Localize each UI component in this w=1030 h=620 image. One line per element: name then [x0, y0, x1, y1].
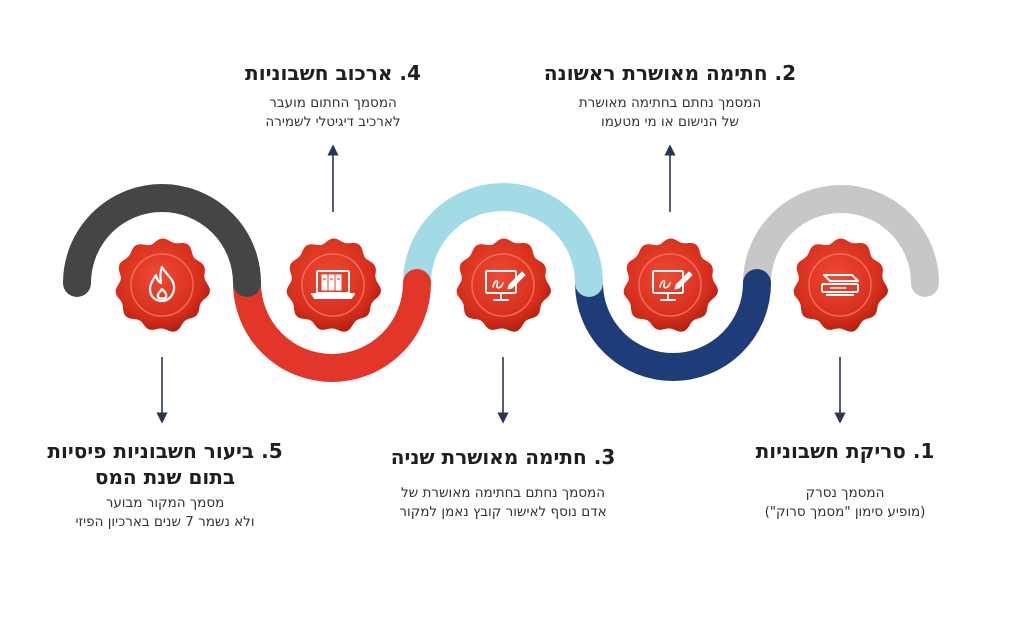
step-2-desc-line1: המסמך נחתם בחתימה מאושרת [578, 95, 762, 111]
step-5-title-line2: בתום שנת המס [94, 465, 236, 489]
seal-step-5 [115, 238, 210, 332]
step-5-desc-line2: ולא נשמר 7 שנים בארכיון הפיזי [75, 514, 255, 530]
step-3-number: 3. [593, 445, 616, 469]
step-2-number: 2. [774, 61, 797, 85]
step-5-title-text: ביעור חשבוניות פיסיות [47, 439, 255, 463]
step-1-text: 1. סריקת חשבוניות המסמך נסרק (מופיע סימו… [740, 438, 950, 522]
step-2-description: המסמך נחתם בחתימה מאושרת של הנישום או מי… [520, 94, 820, 132]
seal-step-1 [793, 238, 888, 332]
arc-step-4 [233, 269, 431, 382]
step-5-number: 5. [261, 439, 283, 463]
flame-icon [148, 265, 176, 303]
step-1-title-text: סריקת חשבוניות [755, 439, 906, 463]
step-2-desc-line2: של הנישום או מי מטעמו [601, 114, 739, 130]
arc-step-3 [403, 183, 603, 297]
seal-step-3 [456, 238, 551, 332]
step-4-title-text: ארכוב חשבוניות [245, 61, 393, 85]
arc-step-2 [575, 269, 771, 381]
step-4-desc-line2: לארכיב דיגיטלי לשמירה [265, 114, 401, 130]
step-1-desc-line1: המסמך נסרק [805, 485, 885, 501]
step-3-text: 3. חתימה מאושרת שניה המסמך נחתם בחתימה מ… [358, 444, 648, 522]
arc-step-5 [63, 184, 261, 297]
laptop-archive-icon [311, 270, 355, 299]
step-3-title-text: חתימה מאושרת שניה [390, 445, 587, 469]
step-2-text: 2. חתימה מאושרת ראשונה המסמך נחתם בחתימה… [520, 60, 820, 132]
step-4-desc-line1: המסמך החתום מועבר [269, 95, 397, 111]
step-1-title: 1. סריקת חשבוניות [740, 438, 950, 464]
step-4-number: 4. [399, 61, 421, 85]
step-1-desc-line2: (מופיע סימון "מסמך סרוק") [764, 504, 926, 520]
step-1-description: המסמך נסרק (מופיע סימון "מסמך סרוק") [740, 484, 950, 522]
monitor-sign-icon [652, 270, 693, 301]
step-3-desc-line2: אדם נוסף לאישור קובץ נאמן למקור [399, 504, 607, 520]
wave-track [63, 183, 939, 382]
arc-step-1 [743, 185, 939, 297]
seals [115, 238, 888, 332]
step-3-title: 3. חתימה מאושרת שניה [358, 444, 648, 470]
step-4-description: המסמך החתום מועבר לארכיב דיגיטלי לשמירה [208, 94, 458, 132]
step-2-title-text: חתימה מאושרת ראשונה [543, 61, 768, 85]
step-5-description: מסמך המקור מבוער ולא נשמר 7 שנים בארכיון… [40, 494, 290, 532]
step-3-description: המסמך נחתם בחתימה מאושרת של אדם נוסף לאי… [358, 484, 648, 522]
step-3-desc-line1: המסמך נחתם בחתימה מאושרת של [400, 485, 606, 501]
step-5-title: 5. ביעור חשבוניות פיסיות [40, 438, 290, 464]
step-2-title: 2. חתימה מאושרת ראשונה [520, 60, 820, 86]
step-1-number: 1. [912, 439, 935, 463]
scanner-icon [821, 274, 859, 296]
step-5-desc-line1: מסמך המקור מבוער [105, 495, 225, 511]
monitor-sign-icon [485, 270, 526, 301]
seal-step-2 [623, 238, 718, 332]
arrows [156, 144, 846, 424]
step-5-text: 5. ביעור חשבוניות פיסיות בתום שנת המס מס… [40, 438, 290, 532]
step-4-title: 4. ארכוב חשבוניות [208, 60, 458, 86]
seal-step-4 [286, 238, 381, 332]
step-4-text: 4. ארכוב חשבוניות המסמך החתום מועבר לארכ… [208, 60, 458, 132]
